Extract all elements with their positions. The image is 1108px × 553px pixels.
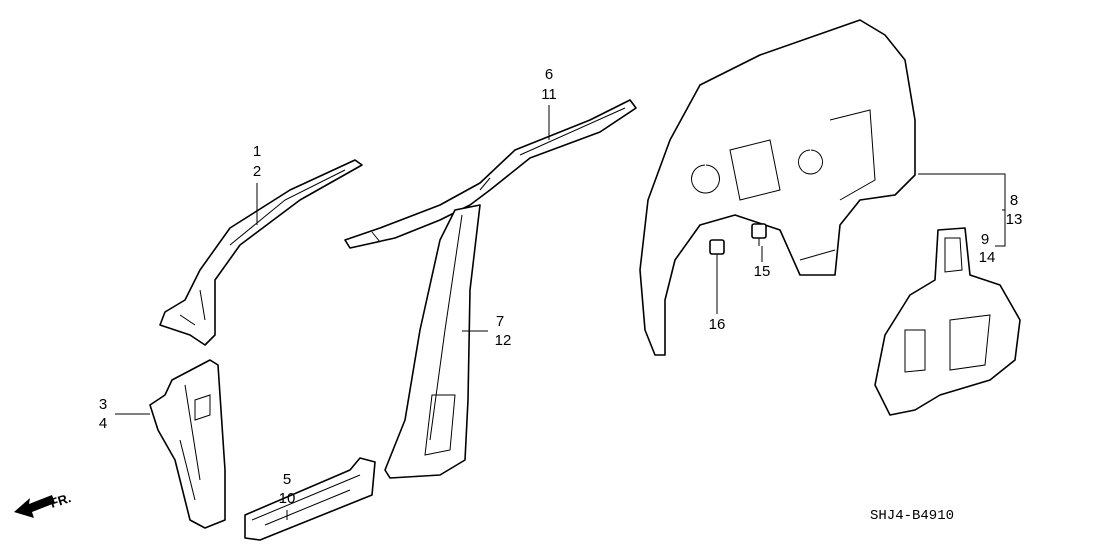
bolt-16[interactable] <box>709 239 725 262</box>
diagram-code: SHJ4-B4910 <box>870 508 955 524</box>
callout-16: 16 <box>708 316 726 333</box>
callout-6: 6 <box>544 66 554 83</box>
callout-2: 2 <box>252 163 262 180</box>
callout-8: 8 <box>1009 192 1019 209</box>
callout-13: 13 <box>1005 211 1023 228</box>
bolt-15[interactable] <box>751 223 767 246</box>
front-direction-arrow-icon <box>14 495 55 518</box>
callout-7: 7 <box>495 313 505 330</box>
callout-10: 10 <box>278 490 296 507</box>
part-b-pillar[interactable] <box>384 204 481 479</box>
part-rear-quarter-panel[interactable] <box>639 19 916 356</box>
callout-5: 5 <box>282 471 292 488</box>
callout-14: 14 <box>978 249 996 266</box>
part-side-sill[interactable] <box>244 457 376 541</box>
part-roof-side-rail[interactable] <box>344 99 637 249</box>
callout-1: 1 <box>252 143 262 160</box>
callout-3: 3 <box>98 396 108 413</box>
callout-4: 4 <box>98 415 108 432</box>
callout-12: 12 <box>494 332 512 349</box>
part-a-pillar-upper[interactable] <box>159 159 363 346</box>
part-inner-wheelhouse[interactable] <box>874 227 1021 416</box>
callout-15: 15 <box>753 263 771 280</box>
callout-11: 11 <box>541 86 557 103</box>
leader-lines <box>115 105 1006 520</box>
callout-9: 9 <box>980 231 990 248</box>
part-a-pillar-lower[interactable] <box>149 359 226 529</box>
